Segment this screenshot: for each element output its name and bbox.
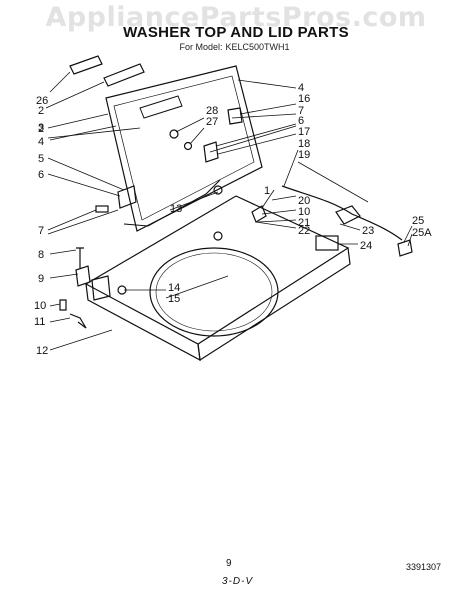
callout-4-left: 4 xyxy=(38,136,44,148)
callout-27: 27 xyxy=(206,116,218,128)
callout-16: 16 xyxy=(298,93,310,105)
lid-inner-edge xyxy=(113,75,255,221)
lid-bumper xyxy=(169,129,179,139)
document-part-number: 3391307 xyxy=(406,562,442,572)
callout-13: 13 xyxy=(170,203,182,215)
tub-opening-rim xyxy=(155,252,273,332)
lid-handle-slot xyxy=(139,95,183,119)
left-hinge-pin xyxy=(95,205,109,213)
lid-grommet xyxy=(213,185,223,195)
section-code: 3-D-V xyxy=(222,576,254,587)
screw-8 xyxy=(76,247,84,268)
left-hinge-bracket xyxy=(117,185,137,209)
callout-12: 12 xyxy=(36,345,48,357)
page-number: 9 xyxy=(226,558,232,569)
callout-2-top: 2 xyxy=(38,105,44,117)
lid-panel xyxy=(105,65,263,232)
handle-plate xyxy=(69,55,103,75)
callout-19: 19 xyxy=(298,149,310,161)
callout-22: 22 xyxy=(298,225,310,237)
callout-20: 20 xyxy=(298,195,310,207)
callout-14: 14 xyxy=(168,282,180,294)
washer-top-right-edge xyxy=(197,247,351,362)
callout-7-left: 7 xyxy=(38,225,44,237)
callout-5: 5 xyxy=(38,153,44,165)
wire-connector xyxy=(397,239,413,257)
callout-8: 8 xyxy=(38,249,44,261)
callout-17: 17 xyxy=(298,126,310,138)
tub-opening xyxy=(149,247,279,337)
right-hinge-bracket xyxy=(227,107,243,125)
callout-6-right: 6 xyxy=(298,115,304,127)
lid-spacer xyxy=(183,141,193,151)
lid-switch-harness xyxy=(335,205,361,225)
callout-7-right: 7 xyxy=(298,105,304,117)
callout-3: 3 xyxy=(38,122,44,134)
lid-hinge-rod xyxy=(123,179,221,227)
callout-25a: 25A xyxy=(412,227,432,239)
callout-2-mid: 2 xyxy=(38,123,44,135)
callout-26: 26 xyxy=(36,95,48,107)
callout-6-left: 6 xyxy=(38,169,44,181)
handle-grip xyxy=(103,63,145,87)
lid-switch-wiring xyxy=(281,185,403,241)
callout-15: 15 xyxy=(168,293,180,305)
top-fastener xyxy=(213,231,223,241)
callout-10-right: 10 xyxy=(298,206,310,218)
model-line: For Model:KELC500TWH1 xyxy=(0,42,472,52)
model-prefix: For Model: xyxy=(179,42,223,52)
right-hinge-mount xyxy=(203,141,219,163)
page-title: WASHER TOP AND LID PARTS xyxy=(123,24,349,41)
callout-1: 1 xyxy=(264,185,270,197)
callout-28: 28 xyxy=(206,105,218,117)
model-number: KELC500TWH1 xyxy=(225,42,290,52)
watermark: AppliancePartsPros.com xyxy=(45,2,427,33)
callout-4-right: 4 xyxy=(298,82,304,94)
spring-clip-11 xyxy=(69,313,87,329)
callout-11: 11 xyxy=(34,316,45,328)
washer-top-front-edge xyxy=(85,283,201,362)
callout-25: 25 xyxy=(412,215,424,227)
callout-21: 21 xyxy=(298,217,310,229)
callout-23: 23 xyxy=(362,225,374,237)
hinge-bracket-9 xyxy=(75,265,91,287)
callout-18: 18 xyxy=(298,138,310,150)
callout-9: 9 xyxy=(38,273,44,285)
callout-24: 24 xyxy=(360,240,372,252)
screw-10 xyxy=(59,299,67,311)
callout-10-left: 10 xyxy=(34,300,46,312)
hinge-bracket-left-side xyxy=(91,275,111,301)
lid-switch-actuator xyxy=(251,205,267,223)
lid-switch xyxy=(315,235,339,251)
